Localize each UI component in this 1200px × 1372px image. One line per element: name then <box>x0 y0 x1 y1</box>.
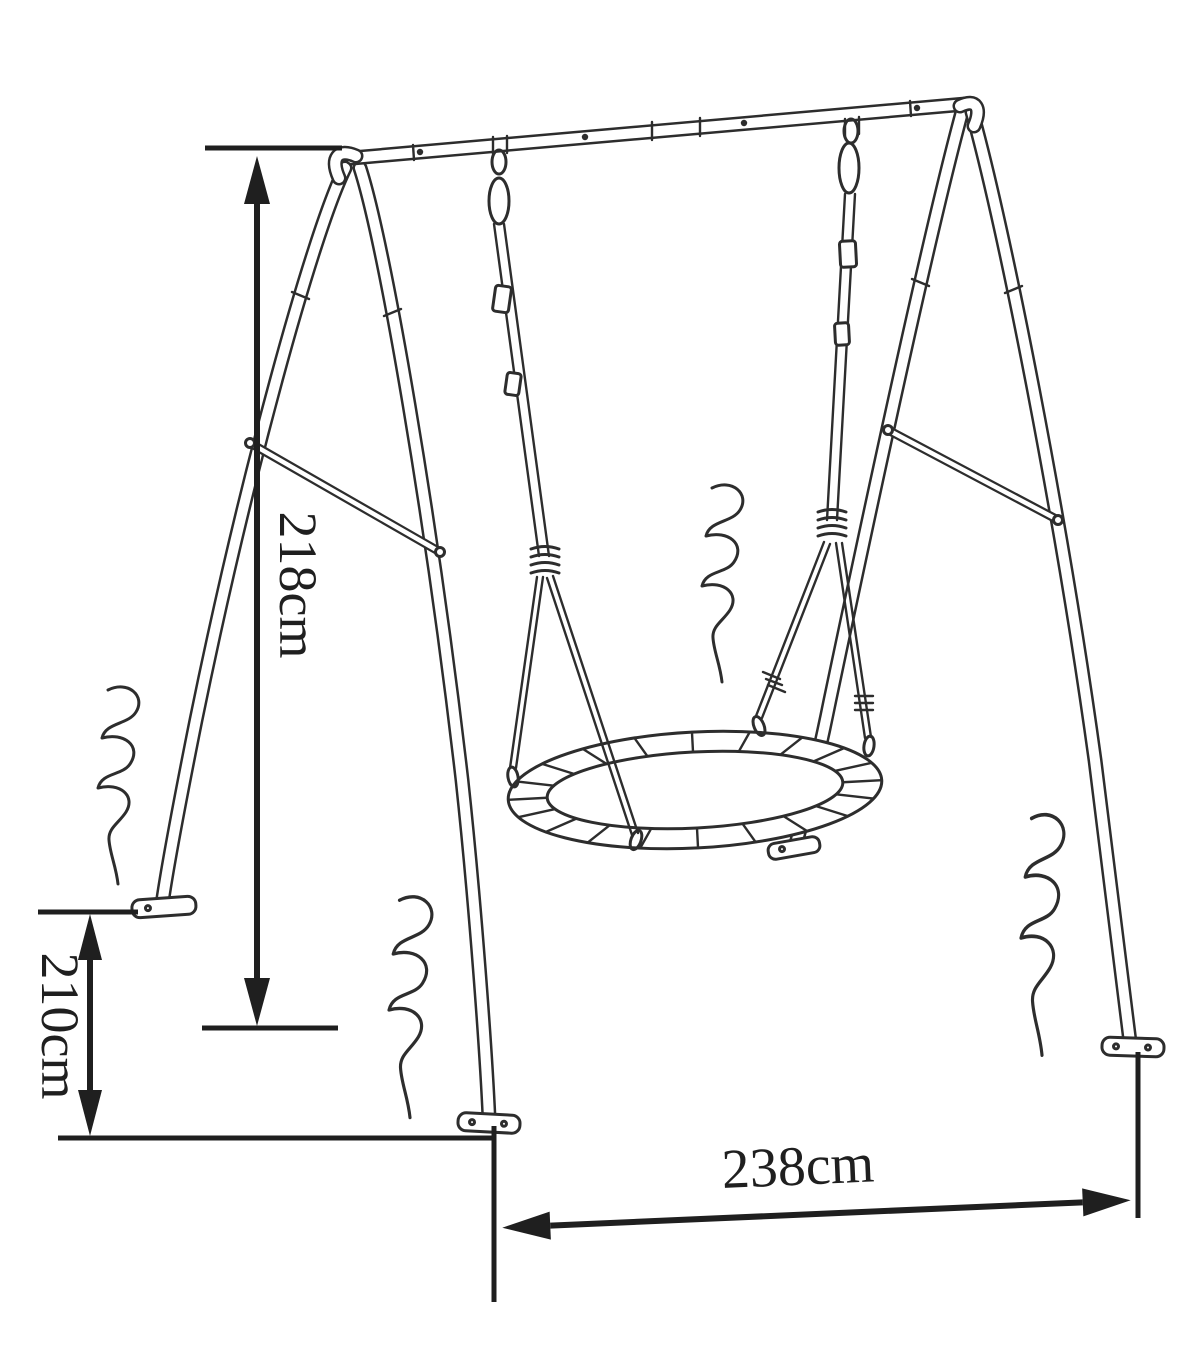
dimension-height: 218cm <box>202 145 342 1031</box>
swing-ropes <box>506 540 876 852</box>
arrowhead-down-icon <box>78 1090 102 1136</box>
ground-anchor-icon <box>1019 812 1066 1057</box>
right-swing-hanger <box>816 117 861 538</box>
depth-dimension-label: 210cm <box>30 953 90 1100</box>
rim-segment-ticks <box>507 730 883 850</box>
snap-hook-icon <box>628 828 644 852</box>
snap-hook-icon <box>751 715 767 737</box>
right-front-leg <box>789 104 970 848</box>
arrowhead-left-icon <box>502 1211 551 1240</box>
left-front-foot <box>130 894 198 920</box>
right-cross-brace <box>882 424 1064 526</box>
arrowhead-right-icon <box>1082 1188 1131 1217</box>
ground-anchor-icon <box>387 895 434 1120</box>
dimension-width: 238cm <box>491 1052 1141 1302</box>
left-back-foot <box>456 1111 522 1135</box>
left-corner-connector <box>327 145 364 186</box>
arrowhead-up-icon <box>244 156 270 204</box>
left-back-leg <box>352 160 497 1126</box>
left-swing-hanger <box>487 148 561 575</box>
arrowhead-down-icon <box>244 978 270 1026</box>
right-front-foot <box>766 835 822 861</box>
left-cross-brace <box>244 437 446 558</box>
arrowhead-up-icon <box>78 914 102 960</box>
snap-hook-icon <box>506 765 520 789</box>
left-front-leg <box>155 160 353 906</box>
right-corner-connector <box>952 95 985 134</box>
swing-frame <box>130 95 1166 1135</box>
height-dimension-label: 218cm <box>268 512 328 659</box>
nest-swing-seat <box>506 729 884 851</box>
dimension-depth: 210cm <box>30 909 492 1141</box>
snap-hook-icon <box>862 734 876 758</box>
top-bar <box>344 96 974 166</box>
width-dimension-label: 238cm <box>720 1132 875 1201</box>
right-back-foot <box>1100 1035 1166 1059</box>
ground-anchor-icon <box>700 483 745 684</box>
right-back-leg <box>964 104 1138 1050</box>
ground-anchor-icon <box>96 685 141 886</box>
